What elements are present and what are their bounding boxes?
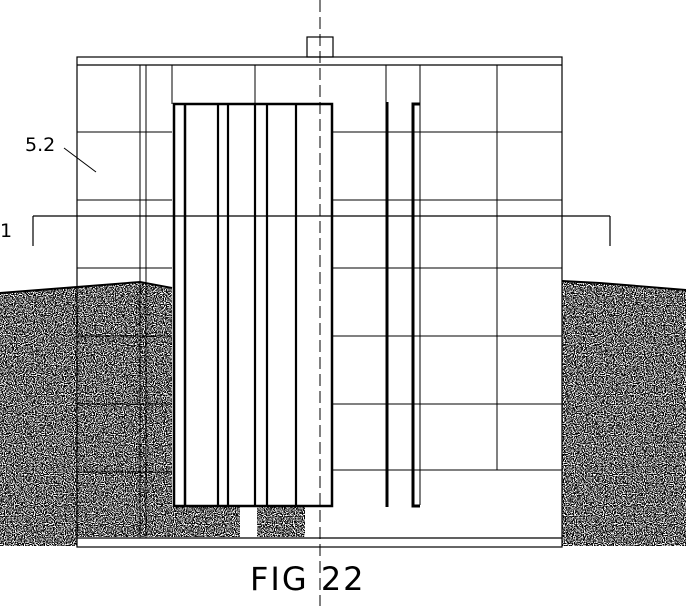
leader-line-5-2	[63, 147, 97, 173]
soil-fill	[0, 281, 686, 546]
figure-caption: FIG 22	[250, 560, 366, 598]
ground-line-right	[561, 280, 686, 291]
soil-left	[0, 282, 305, 546]
label-s1: S1	[0, 220, 12, 242]
background-grid	[77, 65, 562, 538]
label-5-2: 5.2	[25, 134, 55, 156]
plate-pair	[385, 102, 420, 508]
soil-right	[562, 281, 686, 546]
section-line-s1	[32, 215, 611, 246]
panel-block	[172, 102, 334, 508]
